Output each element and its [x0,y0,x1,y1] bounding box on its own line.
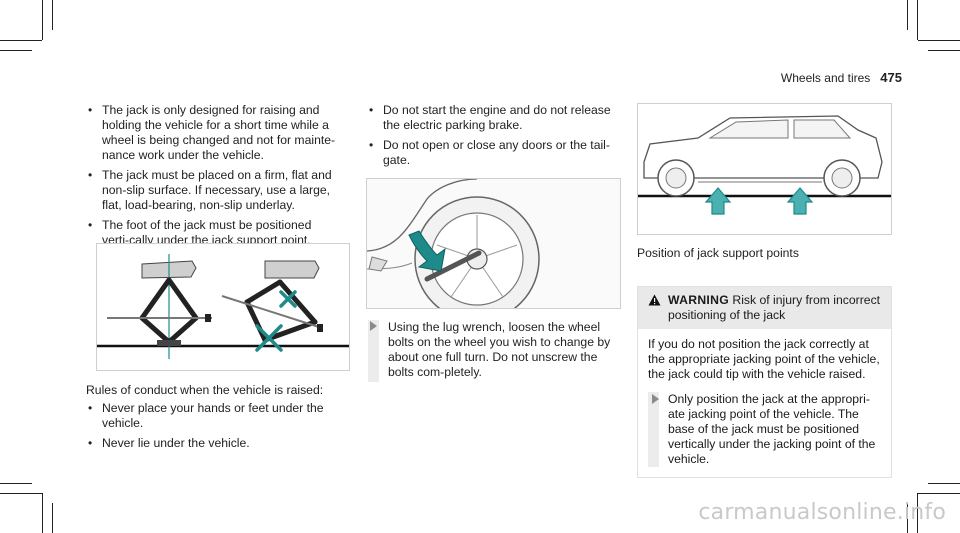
watermark: carmanualsonline.info [698,500,946,525]
crop-mark [918,40,960,41]
crop-mark [42,493,43,533]
car-drawing [638,115,891,215]
crop-mark [42,0,43,40]
jack-drawing [97,254,349,359]
bullet-item: Do not open or close any doors or the ta… [367,138,617,168]
crop-mark [917,493,918,533]
crop-mark [918,493,960,494]
jack-illustration [96,243,350,371]
page-header: Wheels and tires 475 [781,70,902,85]
page-number: 475 [880,70,902,85]
crop-mark [0,493,42,494]
section-title: Wheels and tires [780,71,871,85]
crop-mark [0,483,32,484]
warning-step: Only position the jack at the appropri-a… [648,392,881,467]
crop-mark [928,50,960,51]
rules-list: Never place your hands or feet under the… [86,401,336,456]
bullet-item: The jack must be placed on a firm, flat … [86,168,336,213]
figure-caption: Position of jack support points [637,246,799,260]
rule-item: Never place your hands or feet under the… [86,401,336,431]
warning-step-text: Only position the jack at the appropri-a… [668,392,876,466]
crop-mark [907,503,908,533]
warning-header: WARNING Risk of injury from incorrect po… [638,287,891,329]
warning-box: WARNING Risk of injury from incorrect po… [637,286,892,478]
warning-title: Risk of injury from incorrect positionin… [668,293,881,322]
instruction-step: Using the lug wrench, loosen the wheel b… [368,320,620,380]
column-1-bullets: The jack is only designed for raising an… [86,103,336,253]
bullet-item: Do not start the engine and do not relea… [367,103,617,133]
crop-mark [907,0,908,30]
step-bar [368,320,379,382]
wheel-bolt-illustration [366,178,621,309]
warning-triangle-icon [648,294,661,310]
crop-mark [0,50,32,51]
jack-points-illustration [637,103,892,235]
warning-label: WARNING [668,293,730,307]
column-2-bullets: Do not start the engine and do not relea… [367,103,617,173]
step-arrow-icon [370,321,377,331]
rule-item: Never lie under the vehicle. [86,436,336,451]
crop-mark [928,483,960,484]
rules-intro: Rules of conduct when the vehicle is rai… [86,383,324,397]
crop-mark [52,0,53,30]
bullet-item: The jack is only designed for raising an… [86,103,336,163]
crop-mark [0,40,42,41]
step-arrow-icon [652,394,659,404]
crop-mark [917,0,918,40]
step-text: Using the lug wrench, loosen the wheel b… [388,320,611,379]
crop-mark [52,503,53,533]
warning-body: If you do not position the jack correctl… [638,329,891,477]
wheel-drawing [367,179,620,308]
warning-text: If you do not position the jack correctl… [648,337,880,381]
